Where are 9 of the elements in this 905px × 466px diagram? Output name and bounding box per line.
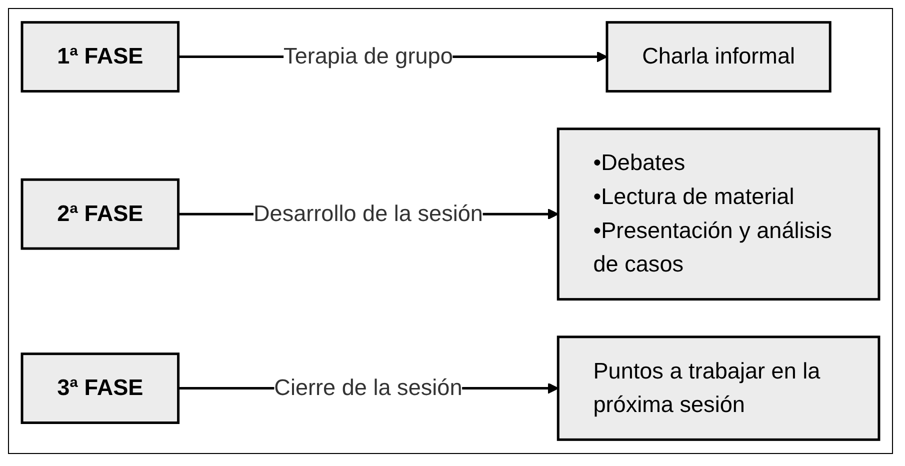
edge-label: Terapia de grupo <box>284 44 453 69</box>
edge-label: Cierre de la sesión <box>274 375 462 400</box>
node-box: 2ª FASE <box>20 178 180 250</box>
node-box: 1ª FASE <box>20 21 180 93</box>
node-box: Puntos a trabajar en la próxima sesión <box>556 336 880 441</box>
edge-label: Desarrollo de la sesión <box>253 200 483 226</box>
node-box: Charla informal <box>606 21 832 93</box>
node-box: 3ª FASE <box>20 352 180 424</box>
node-box: •Debates •Lectura de material •Presentación y análisis de casos <box>556 128 880 301</box>
